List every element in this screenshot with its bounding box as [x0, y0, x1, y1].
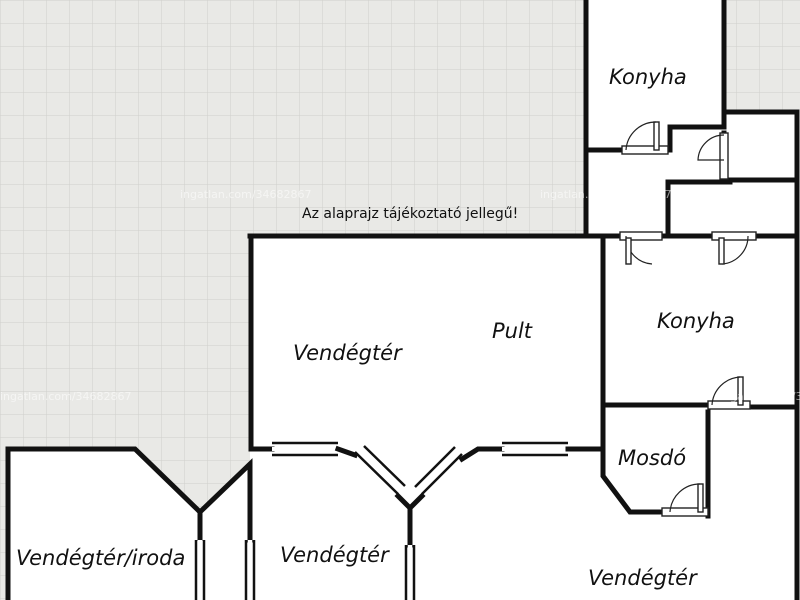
watermark: ingatlan.com/34682867 — [180, 188, 312, 201]
door-corridor-right — [711, 231, 757, 265]
room-label-guest-center: Vendégtér — [280, 543, 390, 567]
room-label-kitchen-top: Konyha — [609, 65, 687, 89]
openings — [194, 441, 568, 600]
room-label-counter: Pult — [492, 319, 533, 343]
watermark: ingatlan.com/34682867 — [720, 390, 800, 403]
room-label-guest-main: Vendégtér — [293, 341, 403, 365]
watermark: ingatlan.com/34682867 — [0, 390, 132, 403]
disclaimer-note: Az alaprajz tájékoztató jellegű! — [302, 206, 518, 222]
wall-angled-partition-d — [458, 446, 505, 463]
wall-kitchen-top-right — [667, 0, 727, 153]
room-label-guest-right: Vendégtér — [588, 566, 698, 590]
wall-angled-partition-b — [334, 445, 359, 459]
doors — [619, 121, 757, 517]
wall-small-room — [665, 179, 733, 239]
door-washroom — [661, 483, 709, 517]
watermark: ingatlan.com/34682867 — [540, 188, 672, 201]
door-kitchen-mid — [707, 376, 751, 410]
room-label-kitchen-mid: Konyha — [657, 309, 735, 333]
watermark: ingatlan.com/34682867 — [360, 390, 492, 403]
door-corridor-left — [619, 231, 663, 265]
wall-left-room — [5, 446, 203, 600]
wall-washroom — [600, 402, 665, 515]
wall-left-room-b — [196, 458, 253, 543]
door-kitchen-top — [621, 121, 669, 155]
room-label-guest-office: Vendégtér/iroda — [16, 546, 185, 570]
watermarks: ingatlan.com/34682867 ingatlan.com/34682… — [0, 188, 800, 403]
walls — [5, 0, 800, 600]
door-side — [697, 132, 729, 180]
room-label-washroom: Mosdó — [618, 446, 686, 470]
wall-right-cell — [725, 109, 800, 239]
